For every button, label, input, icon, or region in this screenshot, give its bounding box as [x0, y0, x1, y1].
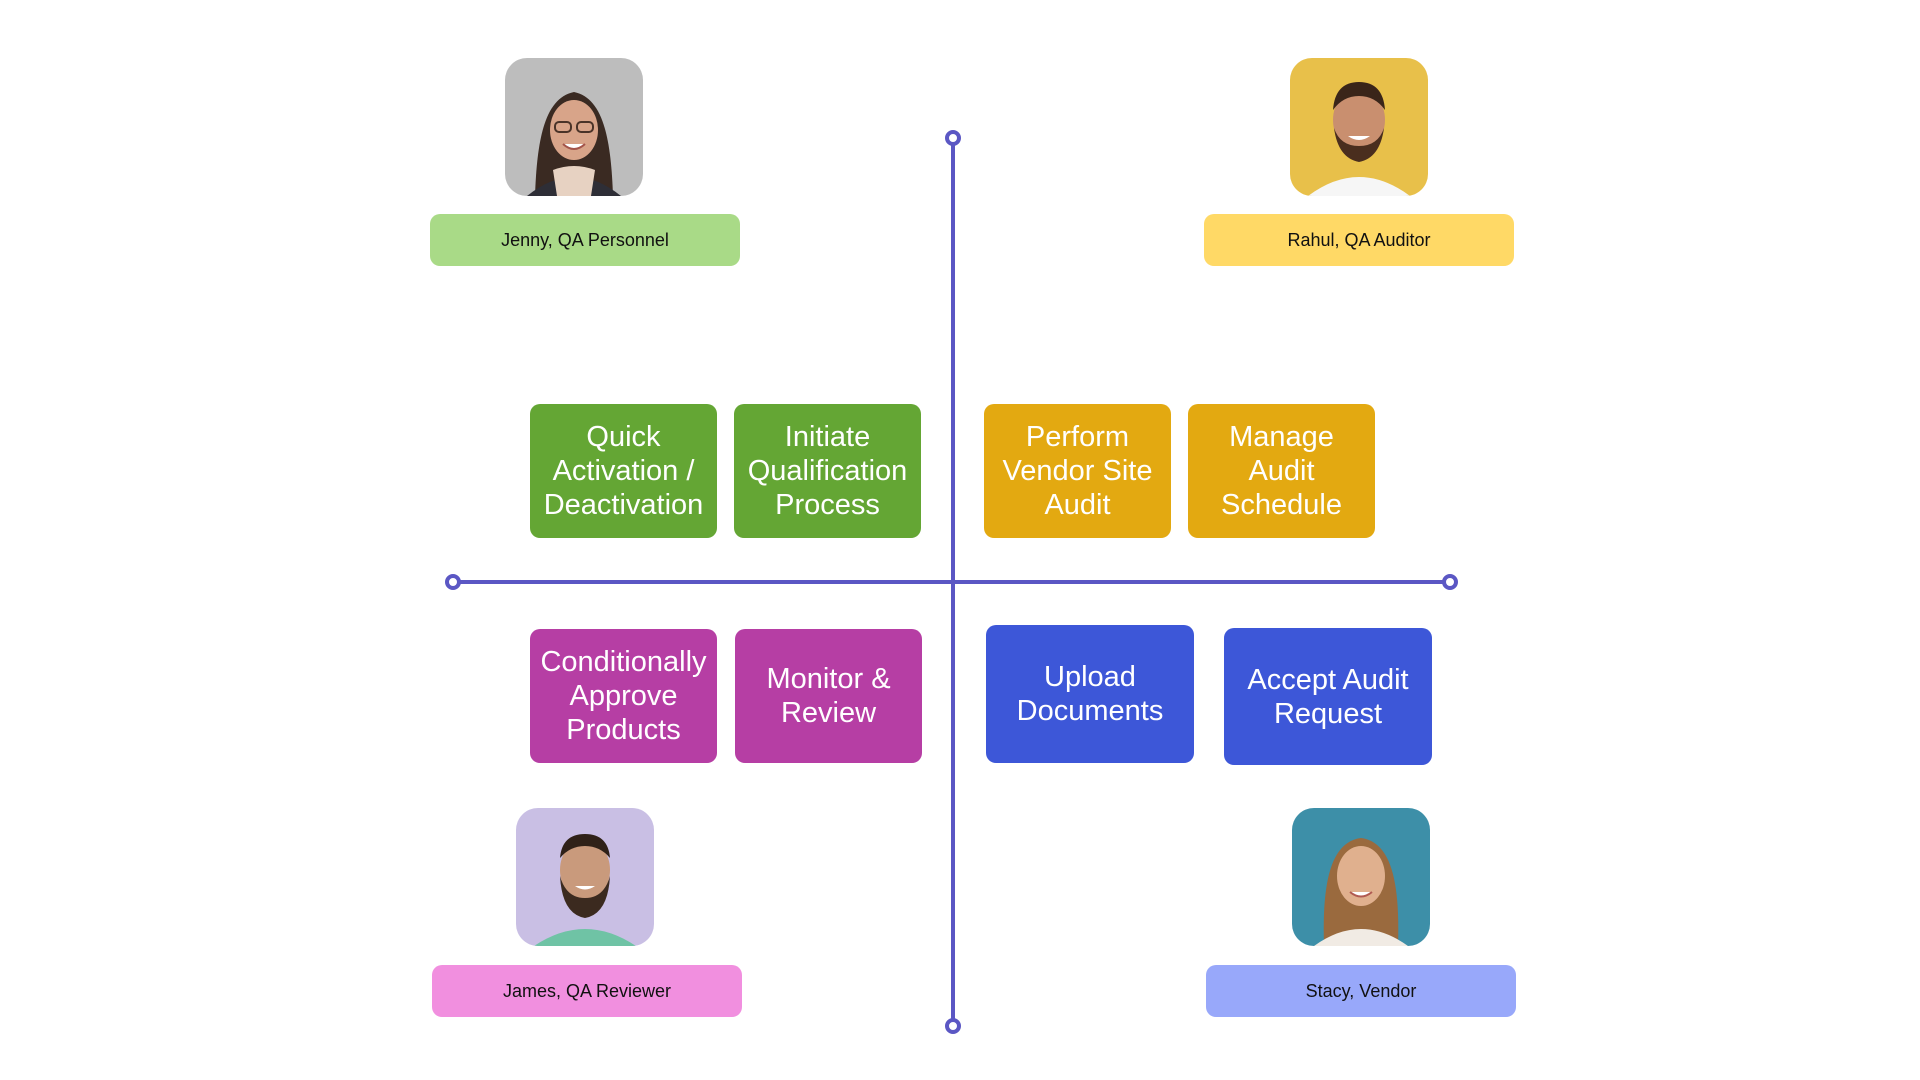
accept-audit-request-card[interactable]: Accept Audit Request: [1224, 628, 1432, 765]
initiate-line-3: Process: [775, 489, 880, 521]
perform-vendor-site-audit-card[interactable]: Perform Vendor Site Audit: [984, 404, 1171, 538]
conditional-line-3: Products: [566, 714, 681, 746]
jenny-label-text: Jenny, QA Personnel: [501, 229, 669, 250]
james-photo: [516, 808, 654, 946]
monitor-line-1: Monitor &: [766, 663, 891, 695]
axis-endpoint-bottom: [945, 1018, 961, 1034]
quick-line-2: Activation /: [552, 455, 695, 487]
manage-line-1: Manage: [1229, 421, 1334, 453]
rahul-photo: [1290, 58, 1428, 196]
axis-endpoint-left: [445, 574, 461, 590]
stacy-vendor-label: Stacy, Vendor: [1206, 965, 1516, 1017]
stacy-photo: [1292, 808, 1430, 946]
initiate-line-1: Initiate: [784, 421, 871, 453]
perform-line-2: Vendor Site: [1002, 455, 1153, 487]
james-label-text: James, QA Reviewer: [502, 980, 672, 1001]
quick-activation-card[interactable]: Quick Activation / Deactivation: [530, 404, 717, 538]
axis-endpoint-top: [945, 130, 961, 146]
conditionally-approve-products-card[interactable]: Conditionally Approve Products: [530, 629, 717, 763]
monitor-review-card[interactable]: Monitor & Review: [735, 629, 922, 763]
monitor-line-2: Review: [780, 697, 877, 729]
perform-line-1: Perform: [1025, 421, 1130, 453]
stacy-label-text: Stacy, Vendor: [1305, 980, 1417, 1001]
accept-line-1: Accept Audit: [1247, 663, 1409, 696]
rahul-label-text: Rahul, QA Auditor: [1287, 229, 1431, 250]
manage-line-2: Audit: [1248, 455, 1315, 487]
perform-line-3: Audit: [1044, 489, 1111, 521]
quick-line-1: Quick: [586, 421, 661, 453]
manage-line-3: Schedule: [1221, 489, 1342, 521]
james-qa-reviewer-label: James, QA Reviewer: [432, 965, 742, 1017]
axis-endpoint-right: [1442, 574, 1458, 590]
rahul-qa-auditor-label: Rahul, QA Auditor: [1204, 214, 1514, 266]
upload-line-1: Upload: [1044, 661, 1136, 693]
quick-line-3: Deactivation: [543, 489, 704, 521]
initiate-qualification-card[interactable]: Initiate Qualification Process: [734, 404, 921, 538]
upload-line-2: Documents: [1016, 695, 1164, 727]
accept-line-2: Request: [1273, 697, 1382, 730]
jenny-qa-personnel-label: Jenny, QA Personnel: [430, 214, 740, 266]
conditional-line-2: Approve: [569, 680, 678, 712]
upload-documents-card[interactable]: Upload Documents: [986, 625, 1194, 763]
jenny-photo: [505, 58, 643, 196]
conditional-line-1: Conditionally: [540, 646, 707, 678]
initiate-line-2: Qualification: [747, 455, 908, 487]
manage-audit-schedule-card[interactable]: Manage Audit Schedule: [1188, 404, 1375, 538]
